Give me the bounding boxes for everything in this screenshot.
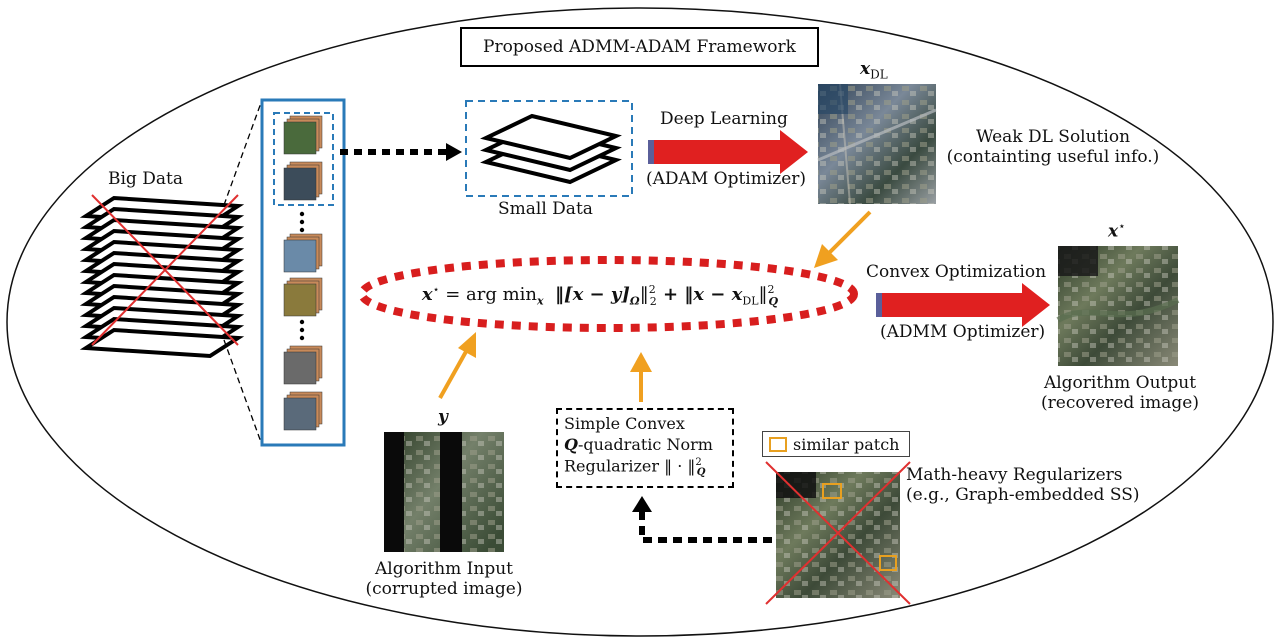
similar-patch-legend: similar patch (762, 431, 910, 457)
weak-dl-line2: (containting useful info.) (946, 146, 1160, 167)
x-star-superscript: ⋆ (1118, 219, 1126, 233)
formula-star: ⋆ (432, 283, 440, 296)
deep-learning-label: Deep Learning (660, 109, 788, 129)
big-data-slab (79, 327, 245, 359)
x-star-image (1056, 246, 1180, 366)
math-heavy-caption: Math-heavy Regularizers (e.g., Graph-emb… (906, 465, 1140, 505)
x-dl-subscript: DL (870, 67, 888, 82)
reg-line3: Regularizer ‖ · ‖2Q (564, 456, 726, 480)
formula-term1-norm: ‖ (639, 284, 649, 305)
formula-q-sub: Q (768, 294, 779, 308)
big-data-cross-line-b (91, 194, 239, 346)
subset-frame (260, 98, 346, 447)
similar-patch-box-b (879, 555, 897, 571)
dotted-arrow-head (446, 143, 462, 161)
formula-omega: Ω (629, 294, 640, 308)
formula-term2-sup: 2 (767, 283, 775, 296)
formula-term1-sub: 2 (649, 294, 657, 308)
algorithm-input-caption: Algorithm Input (corrupted image) (354, 559, 534, 599)
deep-learning-arrow-tail (648, 140, 654, 164)
zoom-line-bottom (223, 339, 263, 446)
formula-argmin: = arg min (439, 284, 538, 305)
reg-line2-rest: -quadratic Norm (577, 434, 713, 454)
orange-arrow-from-input-head (458, 332, 476, 358)
input-y-label: y (438, 407, 448, 428)
similar-patch-box-a (822, 483, 842, 499)
weak-dl-line1: Weak DL Solution (975, 127, 1131, 147)
x-star-symbol: x (1108, 221, 1119, 242)
convex-arrow-tail (876, 293, 882, 317)
y-symbol: y (438, 407, 448, 427)
formula-term1-sup: 2 (648, 283, 656, 296)
reg-line3-sup: 2 (695, 456, 702, 468)
input-y-image (384, 432, 504, 552)
frame-ellipsis-dots-bottom (299, 319, 305, 341)
small-subset-dashed-frame (273, 112, 334, 206)
orange-arrow-from-reg-head (630, 352, 652, 372)
reg-line3-sub: Q (696, 467, 706, 479)
similar-patch-label: similar patch (793, 434, 900, 454)
formula-term1: ‖[x − y] (555, 284, 630, 305)
simple-regularizer-box: Simple Convex Q-quadratic Norm Regulariz… (556, 408, 734, 488)
x-star-label: x⋆ (1108, 219, 1126, 242)
algorithm-input-line2: (corrupted image) (365, 578, 523, 599)
small-data-stack (480, 113, 622, 185)
subset-cube-thumb (283, 239, 317, 273)
reg-q-symbol: Q (564, 434, 578, 454)
convex-opt-arrow (882, 283, 1050, 327)
similar-patch-swatch (769, 436, 787, 452)
reg-line3-text: Regularizer ‖ · ‖ (564, 455, 696, 475)
math-heavy-line1: Math-heavy Regularizers (906, 465, 1123, 485)
reg-line1: Simple Convex (564, 414, 685, 433)
orange-arrow-from-input (438, 347, 470, 399)
adam-optimizer-label: (ADAM Optimizer) (646, 169, 807, 189)
small-data-label: Small Data (498, 199, 593, 219)
formula-term2-norm: ‖ (758, 284, 768, 305)
formula-ellipse (358, 256, 858, 332)
admm-optimizer-label: (ADMM Optimizer) (880, 322, 1046, 342)
framework-title-text: Proposed ADMM-ADAM Framework (483, 37, 796, 57)
algorithm-output-line1: Algorithm Output (1043, 373, 1197, 393)
math-heavy-line2: (e.g., Graph-embedded SS) (906, 484, 1140, 505)
dotted-arrow-to-regularizer-head (632, 496, 652, 512)
x-dl-label: xDL (860, 59, 888, 82)
zoom-line-top (223, 99, 263, 206)
algorithm-output-line2: (recovered image) (1041, 392, 1199, 413)
subset-cube-thumb (283, 121, 317, 155)
reg-line2: Q-quadratic Norm (564, 435, 726, 456)
formula-term2: + ‖x − x (656, 284, 743, 305)
frame-ellipsis-dots-top (299, 211, 305, 233)
math-heavy-cross-b (765, 461, 911, 605)
formula-x: x (421, 284, 433, 305)
deep-learning-arrow (654, 130, 808, 174)
objective-formula: x⋆ = arg minx ‖[x − y]Ω‖22 + ‖x − xDL‖2Q (380, 283, 820, 308)
orange-arrow-from-dl-head (814, 244, 838, 268)
weak-dl-solution: Weak DL Solution (containting useful inf… (938, 127, 1168, 167)
formula-min-sub: x (537, 294, 544, 308)
big-data-stack (79, 194, 245, 359)
algorithm-input-line1: Algorithm Input (374, 559, 514, 579)
convex-optimization-label: Convex Optimization (866, 262, 1047, 282)
big-data-label: Big Data (108, 169, 183, 189)
x-dl-image (817, 83, 937, 205)
math-heavy-image (765, 461, 911, 605)
formula-dl-sub: DL (742, 294, 759, 308)
subset-cube-thumb (283, 351, 317, 385)
x-dl-symbol: x (860, 59, 871, 79)
algorithm-output-caption: Algorithm Output (recovered image) (1030, 373, 1210, 413)
subset-cube-thumb (283, 283, 317, 317)
subset-cube-thumb (283, 397, 317, 431)
subset-cube-thumb (283, 167, 317, 201)
framework-title: Proposed ADMM-ADAM Framework (460, 27, 819, 67)
small-data-frame (465, 100, 633, 197)
orange-arrow-from-dl (826, 210, 872, 256)
